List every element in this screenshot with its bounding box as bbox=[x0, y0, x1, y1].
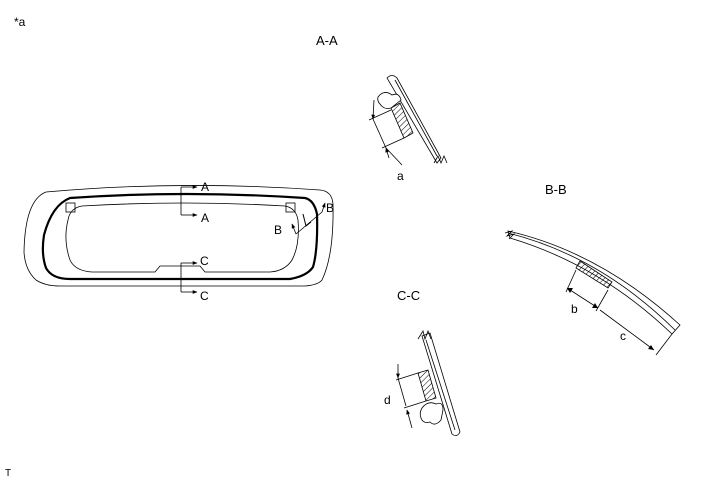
cut-label-a-top: A bbox=[201, 180, 209, 194]
cut-label-b-left: B bbox=[274, 223, 282, 237]
cut-line-b bbox=[291, 202, 326, 235]
footer-mark: T bbox=[5, 468, 11, 479]
glass-overview bbox=[23, 185, 334, 287]
section-c-title: C-C bbox=[397, 288, 420, 303]
section-a-title: A-A bbox=[316, 33, 338, 48]
dim-label-a: a bbox=[397, 169, 404, 183]
cut-line-a bbox=[180, 185, 198, 217]
reference-mark: *a bbox=[14, 15, 26, 29]
section-a-detail bbox=[368, 75, 448, 166]
dim-label-d: d bbox=[384, 393, 391, 407]
adhesive-bead bbox=[41, 192, 319, 281]
cut-label-c-top: C bbox=[200, 254, 209, 268]
section-b-detail bbox=[504, 230, 681, 356]
cut-label-b-right: B bbox=[326, 201, 334, 215]
cut-line-c bbox=[180, 261, 198, 294]
cut-label-a-bottom: A bbox=[201, 211, 209, 225]
dim-label-c: c bbox=[620, 329, 626, 343]
section-c-detail bbox=[395, 329, 461, 436]
inner-outline bbox=[65, 202, 299, 273]
dim-label-b: b bbox=[571, 302, 578, 316]
section-b-title: B-B bbox=[545, 182, 567, 197]
glass-outline bbox=[23, 185, 334, 287]
clip-right bbox=[285, 202, 296, 213]
clip-left bbox=[65, 202, 76, 213]
cut-label-c-bottom: C bbox=[200, 289, 209, 303]
